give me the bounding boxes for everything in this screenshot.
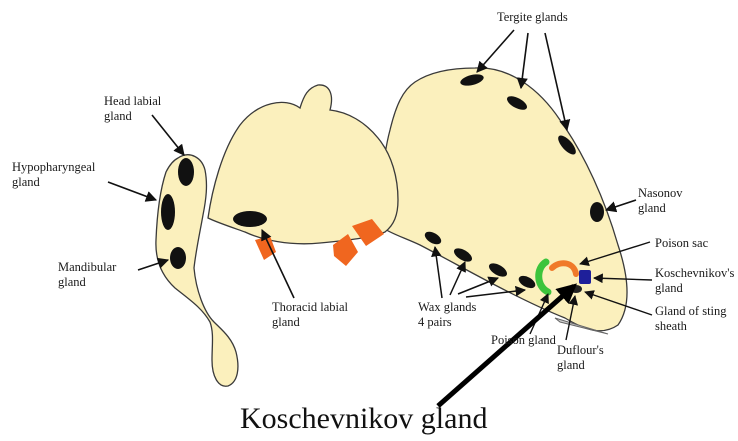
hypopharyngeal-gland-mark [161,194,175,230]
label-head-labial-gland: Head labial gland [104,94,161,124]
abdomen-shape [382,68,627,331]
thoracic-labial-gland-mark [233,211,267,227]
arrow-nasonov [606,200,636,210]
label-duflours-gland: Duflour's gland [557,343,604,373]
label-tergite-glands: Tergite glands [497,10,568,25]
label-mandibular-gland: Mandibular gland [58,260,116,290]
mandibular-gland-mark [170,247,186,269]
arrow-wax-3 [458,278,498,294]
arrow-tergite-1 [477,30,514,72]
koschevnikov-gland-mark [579,270,591,284]
arrow-tergite-2 [521,33,528,88]
label-wax-glands: Wax glands 4 pairs [418,300,476,330]
label-gland-of-sting-sheath: Gland of sting sheath [655,304,727,334]
caption-koschevnikov-gland: Koschevnikov gland [240,402,487,436]
head-labial-gland-mark [178,158,194,186]
label-koschevnikovs-gland: Koschevnikov's gland [655,266,734,296]
label-thoracid-labial-gland: Thoracid labial gland [272,300,348,330]
label-poison-sac: Poison sac [655,236,708,251]
arrow-wax-2 [450,262,465,295]
arrow-hypopharyngeal [108,182,156,200]
nasonov-gland-mark [590,202,604,222]
label-hypopharyngeal-gland: Hypopharyngeal gland [12,160,95,190]
label-poison-gland: Poison gland [491,333,556,348]
label-nasonov-gland: Nasonov gland [638,186,682,216]
